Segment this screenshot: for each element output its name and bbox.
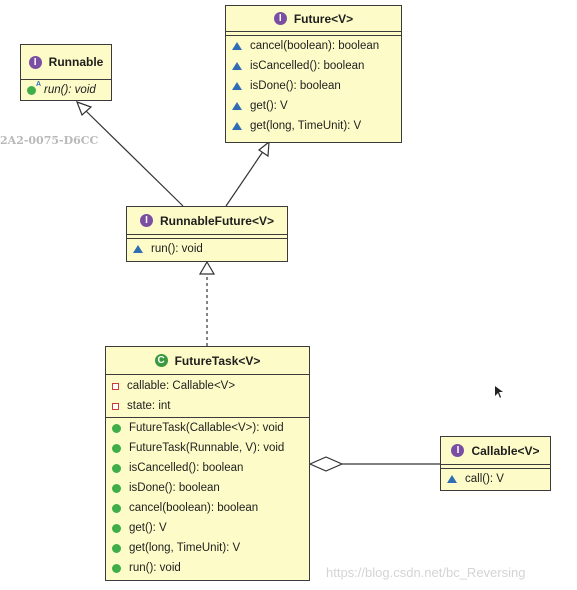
member-row: isCancelled(): boolean xyxy=(106,458,309,478)
member-text: isCancelled(): boolean xyxy=(129,462,244,474)
method-icon xyxy=(112,503,121,513)
mouse-cursor-icon xyxy=(495,386,503,398)
member-text: call(): V xyxy=(465,473,504,485)
faded-fragment-text: 2A2-0075-D6CC xyxy=(0,134,99,147)
field-row: state: int xyxy=(106,396,309,416)
class-icon: C xyxy=(154,354,168,367)
public-method-icon xyxy=(447,475,457,483)
future-title: Future<V> xyxy=(293,11,354,26)
runnable-title: Runnable xyxy=(48,55,104,69)
member-text: get(long, TimeUnit): V xyxy=(129,542,241,554)
private-field-icon xyxy=(112,382,119,390)
runnable-future-header: I RunnableFuture<V> xyxy=(127,207,287,235)
public-method-icon xyxy=(232,122,242,130)
member-row: FutureTask(Callable<V>): void xyxy=(106,418,309,438)
public-method-icon xyxy=(232,82,242,90)
member-text: isDone(): boolean xyxy=(129,482,220,494)
public-method-icon xyxy=(232,102,242,110)
public-method-icon xyxy=(133,245,143,253)
extends-runnable-arrowhead xyxy=(75,100,93,117)
member-text: cancel(boolean): boolean xyxy=(129,502,259,514)
future-task-title: FutureTask<V> xyxy=(174,353,261,368)
attribute-compartment xyxy=(127,235,287,239)
extends-future-line xyxy=(225,149,265,207)
private-field-icon xyxy=(112,402,119,410)
runnable-future-interface-box[interactable]: I RunnableFuture<V> run(): void xyxy=(126,206,288,262)
attribute-compartment xyxy=(226,32,401,36)
member-text: get(): V xyxy=(129,522,167,534)
callable-interface-box[interactable]: I Callable<V> call(): V xyxy=(440,436,551,491)
method-icon xyxy=(112,563,121,573)
watermark-text: https://blog.csdn.net/bc_Reversing xyxy=(326,565,526,580)
field-text: state: int xyxy=(127,400,171,412)
interface-icon: I xyxy=(139,214,153,227)
future-header: I Future<V> xyxy=(226,6,401,32)
method-compartment: FutureTask(Callable<V>): void FutureTask… xyxy=(106,418,309,578)
member-text: isDone(): boolean xyxy=(250,80,341,92)
member-row: cancel(boolean): boolean xyxy=(106,498,309,518)
method-icon xyxy=(112,523,121,533)
implements-runnable-future-arrowhead xyxy=(198,260,216,275)
member-text: get(long, TimeUnit): V xyxy=(250,120,362,132)
aggregation-diamond xyxy=(308,456,344,472)
member-row: cancel(boolean): boolean xyxy=(226,36,401,56)
member-row: get(long, TimeUnit): V xyxy=(106,538,309,558)
future-task-class-box[interactable]: C FutureTask<V> callable: Callable<V> st… xyxy=(105,346,310,581)
runnable-header: I Runnable xyxy=(21,45,111,80)
member-text: run(): void xyxy=(129,562,181,574)
abstract-method-icon xyxy=(27,81,41,95)
member-text: isCancelled(): boolean xyxy=(250,60,365,72)
member-row: run(): void xyxy=(127,239,287,259)
future-task-header: C FutureTask<V> xyxy=(106,347,309,375)
member-row: isDone(): boolean xyxy=(226,76,401,96)
member-row: get(): V xyxy=(106,518,309,538)
member-row: call(): V xyxy=(441,469,550,489)
member-row: run(): void xyxy=(21,80,111,100)
field-text: callable: Callable<V> xyxy=(127,380,236,392)
method-icon xyxy=(112,423,121,433)
member-text: run(): void xyxy=(44,84,96,96)
interface-icon: I xyxy=(273,12,287,25)
member-row: isCancelled(): boolean xyxy=(226,56,401,76)
method-icon xyxy=(112,463,121,473)
member-text: run(): void xyxy=(151,243,203,255)
interface-icon: I xyxy=(28,55,42,69)
method-icon xyxy=(112,543,121,553)
method-icon xyxy=(112,443,121,453)
future-interface-box[interactable]: I Future<V> cancel(boolean): boolean isC… xyxy=(225,5,402,143)
public-method-icon xyxy=(232,42,242,50)
field-compartment: callable: Callable<V> state: int xyxy=(106,375,309,418)
attribute-compartment xyxy=(441,465,550,469)
member-row: isDone(): boolean xyxy=(106,478,309,498)
member-row: get(long, TimeUnit): V xyxy=(226,116,401,136)
extends-runnable-line xyxy=(84,109,184,207)
method-icon xyxy=(112,483,121,493)
member-row: get(): V xyxy=(226,96,401,116)
member-text: FutureTask(Runnable, V): void xyxy=(129,442,285,454)
callable-header: I Callable<V> xyxy=(441,437,550,465)
interface-icon: I xyxy=(451,444,465,457)
extends-future-arrowhead xyxy=(257,140,270,158)
field-row: callable: Callable<V> xyxy=(106,376,309,396)
runnable-interface-box[interactable]: I Runnable run(): void xyxy=(20,44,112,101)
member-row: FutureTask(Runnable, V): void xyxy=(106,438,309,458)
member-row: run(): void xyxy=(106,558,309,578)
member-text: FutureTask(Callable<V>): void xyxy=(129,422,284,434)
callable-title: Callable<V> xyxy=(471,443,540,458)
public-method-icon xyxy=(232,62,242,70)
runnable-future-title: RunnableFuture<V> xyxy=(159,213,275,228)
member-text: get(): V xyxy=(250,100,288,112)
member-text: cancel(boolean): boolean xyxy=(250,40,380,52)
